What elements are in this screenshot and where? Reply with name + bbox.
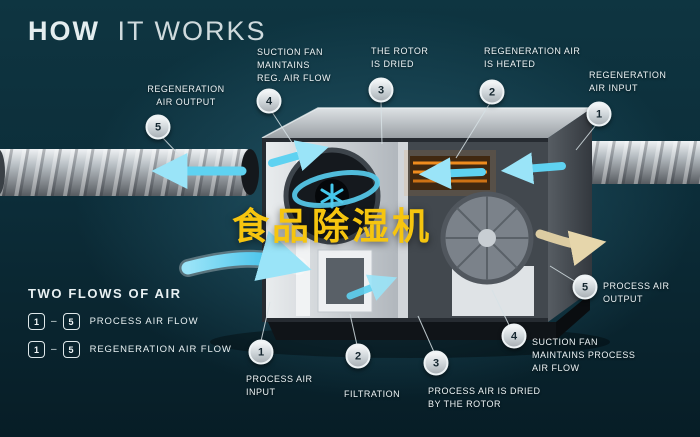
process-internal-arrow: [346, 274, 398, 301]
callout-label-filtration: FILTRATION: [344, 389, 401, 399]
legend-badge-regen-from: 1: [28, 341, 45, 358]
callout-badge-reg-air-input: 1: [586, 101, 612, 127]
legend-label-regeneration: REGENERATION AIR FLOW: [89, 344, 232, 355]
legend-badge-process-from: 1: [28, 313, 45, 330]
callout-badge-suction-fan-process: 4: [501, 323, 527, 349]
desiccant-rotor: [440, 191, 534, 285]
legend-badge-regen-to: 5: [62, 341, 80, 358]
callout-badge-process-air-input: 1: [248, 339, 274, 365]
legend-row-regeneration: 1 – 5 REGENERATION AIR FLOW: [28, 341, 232, 358]
callout-badge-process-air-output: 5: [572, 274, 598, 300]
legend: TWO FLOWS OF AIR 1 – 5 PROCESS AIR FLOW …: [28, 286, 232, 369]
legend-badge-process-to: 5: [62, 313, 80, 330]
callout-label-process-air-input: PROCESS AIR INPUT: [246, 374, 313, 398]
callout-label-suction-fan-process: SUCTION FAN MAINTAINS PROCESS AIR FLOW: [532, 337, 636, 374]
title-how: HOW: [28, 16, 100, 46]
callout-label-suction-fan-reg: SUCTION FAN MAINTAINS REG. AIR FLOW: [257, 47, 332, 84]
legend-title: TWO FLOWS OF AIR: [28, 286, 182, 301]
callout-label-reg-air-heated: REGENERATION AIR IS HEATED: [484, 46, 581, 70]
page-title: HOW IT WORKS: [28, 16, 267, 47]
filter-box: [317, 249, 373, 313]
callout-badge-suction-fan-reg: 4: [256, 88, 282, 114]
legend-row-process: 1 – 5 PROCESS AIR FLOW: [28, 313, 232, 330]
callout-label-rotor-dried: THE ROTOR IS DRIED: [371, 46, 429, 70]
callout-label-process-air-output: PROCESS AIR OUTPUT: [603, 281, 670, 305]
callout-lines: [162, 100, 597, 353]
callout-badge-process-air-dried: 3: [423, 350, 449, 376]
regen-fan-arrow: [268, 140, 329, 172]
regeneration-fan: [283, 147, 381, 245]
legend-dash-regen: –: [51, 344, 57, 355]
watermark-text: 食品除湿机: [232, 206, 432, 247]
legend-dash-process: –: [51, 316, 57, 327]
process-input-arrow: [181, 230, 312, 281]
heater-arrow: [418, 157, 486, 190]
callout-badge-filtration: 2: [345, 343, 371, 369]
process-output-arrow: [535, 229, 607, 266]
left-duct: [0, 149, 259, 196]
callout-badge-reg-air-heated: 2: [479, 79, 505, 105]
callout-badge-rotor-dried: 3: [368, 77, 394, 103]
title-it-works: IT WORKS: [117, 16, 267, 46]
flow-arrows: [151, 140, 607, 301]
regen-input-arrow: [500, 152, 566, 185]
callout-label-process-air-dried: PROCESS AIR IS DRIED BY THE ROTOR: [428, 386, 541, 410]
callout-badge-reg-air-output: 5: [145, 114, 171, 140]
callout-label-reg-air-output: REGENERATION AIR OUTPUT: [147, 84, 225, 108]
legend-label-process: PROCESS AIR FLOW: [89, 316, 199, 327]
callout-label-reg-air-input: REGENERATION AIR INPUT: [589, 70, 667, 94]
